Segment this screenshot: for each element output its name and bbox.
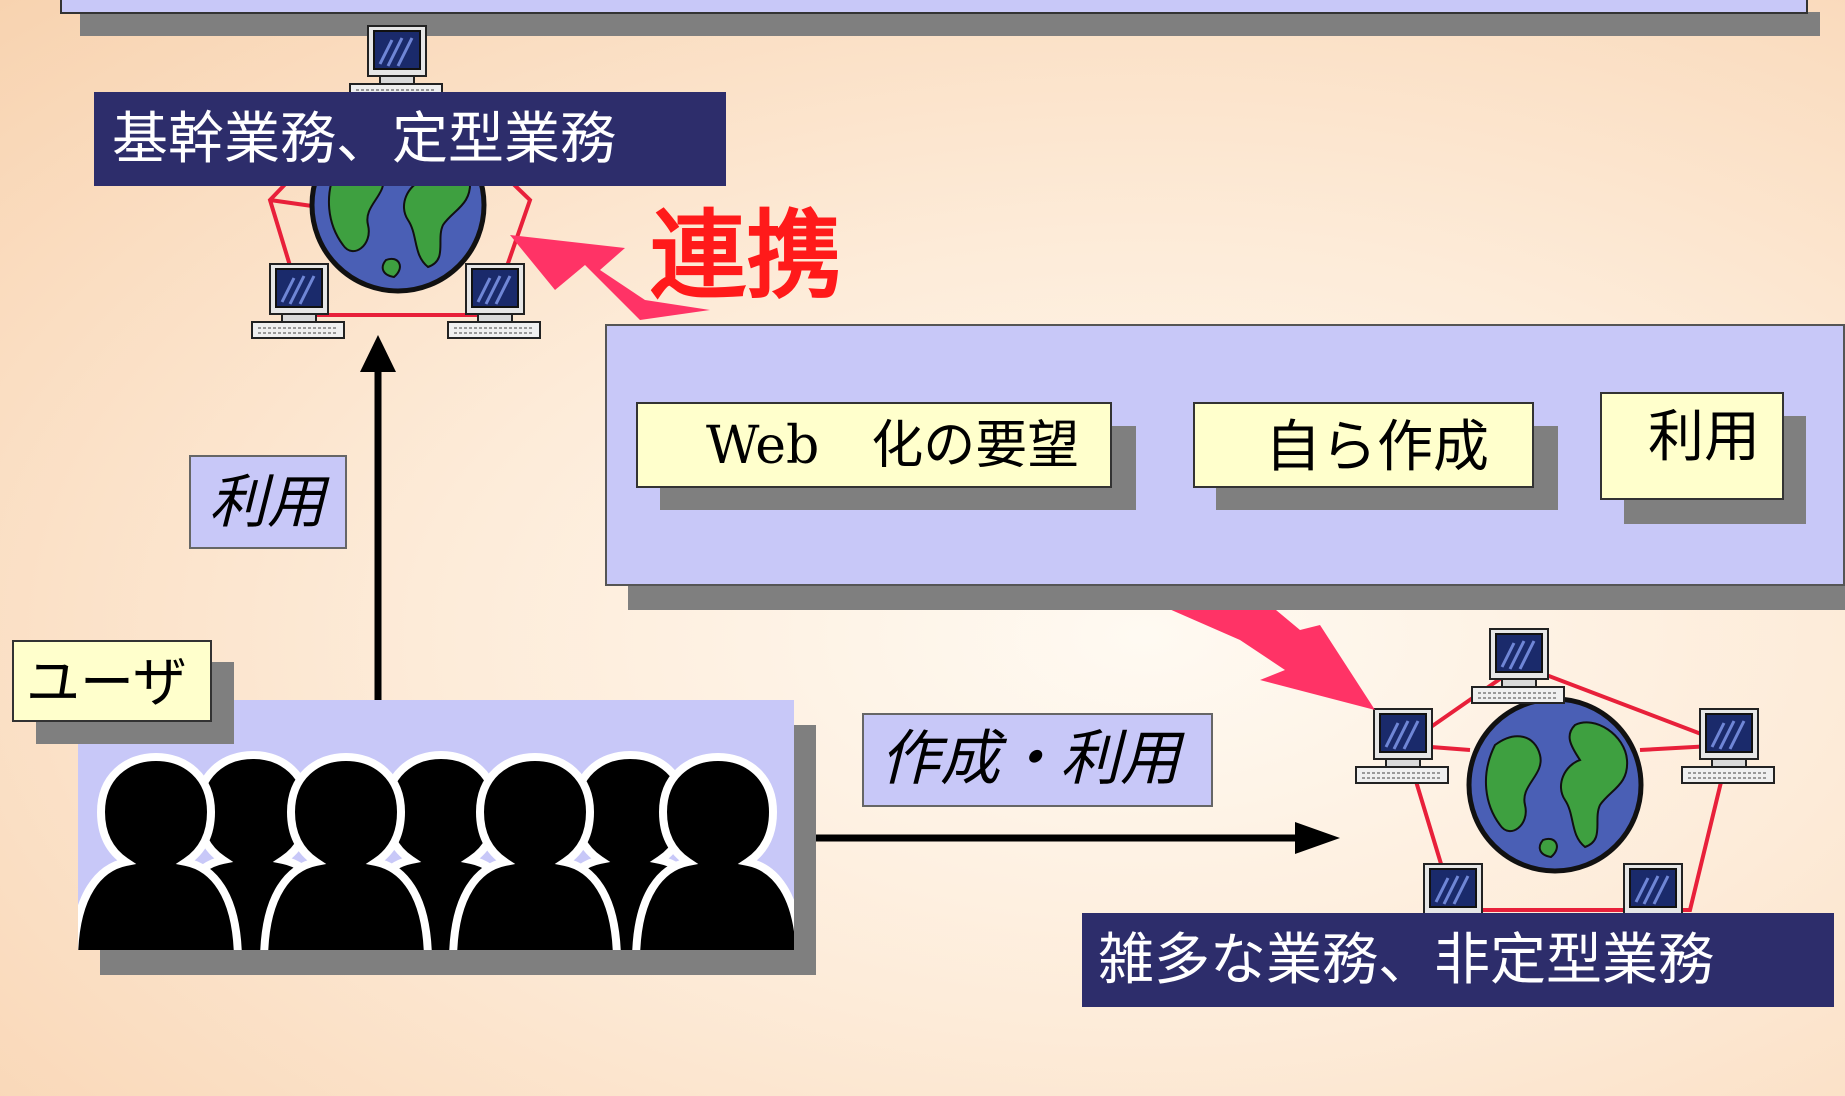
step2-box: 自ら作成 xyxy=(1193,402,1534,488)
users-label: ユーザ xyxy=(26,651,187,714)
core-work-label: 基幹業務、定型業務 xyxy=(112,107,616,172)
use-vertical-label: 利用 xyxy=(209,468,326,536)
right-arrow-head xyxy=(1295,822,1340,854)
step1-box: Web 化の要望 xyxy=(636,402,1112,488)
use-vertical-box: 利用 xyxy=(189,455,347,549)
top-bar xyxy=(60,0,1808,14)
to-misc-network-arrow xyxy=(1160,605,1375,710)
misc-work-label-box: 雑多な業務、非定型業務 xyxy=(1082,913,1834,1007)
misc-work-label: 雑多な業務、非定型業務 xyxy=(1098,928,1714,993)
up-arrow-head xyxy=(360,335,396,372)
step3-label: 利用 xyxy=(1648,405,1760,470)
misc-network-icon xyxy=(1354,627,1776,940)
core-work-label-box: 基幹業務、定型業務 xyxy=(94,92,726,186)
renkei-label: 連携 xyxy=(650,199,842,312)
create-use-box: 作成・利用 xyxy=(862,713,1213,807)
users-label-box: ユーザ xyxy=(12,640,212,722)
step3-box: 利用 xyxy=(1600,392,1784,500)
step2-label: 自ら作成 xyxy=(1265,415,1489,480)
create-use-label: 作成・利用 xyxy=(880,724,1180,794)
renkei-arrow xyxy=(510,235,710,320)
step1-label: Web 化の要望 xyxy=(706,416,1080,476)
